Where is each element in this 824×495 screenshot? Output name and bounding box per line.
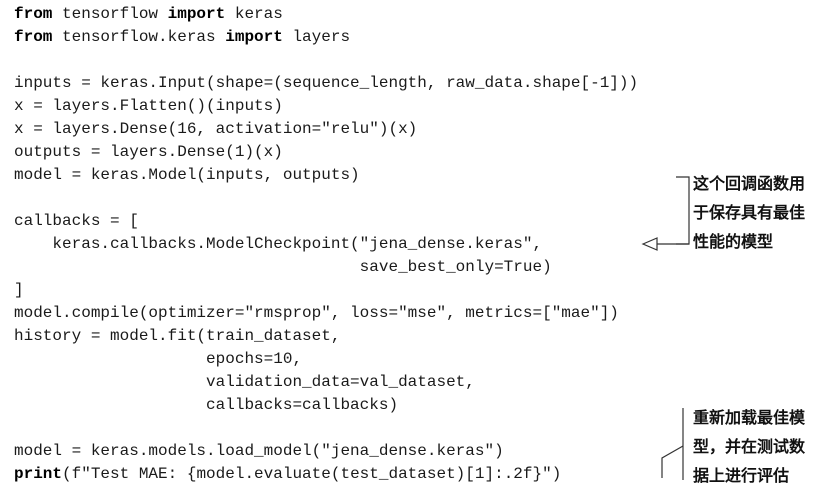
code-text: tensorflow — [52, 5, 168, 23]
code-line: x = layers.Dense(16, activation="relu")(… — [14, 118, 638, 141]
code-text: save_best_only=True) — [14, 258, 552, 276]
code-text: history = model.fit(train_dataset, — [14, 327, 341, 345]
code-keyword: from — [14, 28, 53, 46]
code-line: model = keras.models.load_model("jena_de… — [14, 440, 638, 463]
reload-annotation: 重新加载最佳模 型，并在测试数 据上进行评估 — [693, 403, 805, 490]
code-line: from tensorflow.keras import layers — [14, 26, 638, 49]
code-keyword: from — [14, 5, 53, 23]
code-line: inputs = keras.Input(shape=(sequence_len… — [14, 72, 638, 95]
code-text: model = keras.models.load_model("jena_de… — [14, 442, 504, 460]
code-text: model = keras.Model(inputs, outputs) — [14, 166, 360, 184]
annotation-line: 于保存具有最佳 — [693, 203, 806, 222]
checkpoint-callout-pointer — [641, 176, 690, 251]
code-text: epochs=10, — [14, 350, 303, 368]
code-line: epochs=10, — [14, 348, 638, 371]
code-line: validation_data=val_dataset, — [14, 371, 638, 394]
code-text: x = layers.Flatten()(inputs) — [14, 97, 283, 115]
checkpoint-annotation: 这个回调函数用 于保存具有最佳 性能的模型 — [693, 169, 805, 256]
code-text: x = layers.Dense(16, activation="relu")(… — [14, 120, 418, 138]
code-text: model.compile(optimizer="rmsprop", loss=… — [14, 304, 619, 322]
code-keyword: import — [167, 5, 226, 23]
code-line: callbacks=callbacks) — [14, 394, 638, 417]
code-text: inputs = keras.Input(shape=(sequence_len… — [14, 74, 639, 92]
code-line: x = layers.Flatten()(inputs) — [14, 95, 638, 118]
code-line: callbacks = [ — [14, 210, 638, 233]
annotation-line: 这个回调函数用 — [693, 174, 806, 193]
annotation-line: 型，并在测试数 — [693, 437, 806, 456]
annotation-line: 据上进行评估 — [693, 466, 790, 485]
annotation-line: 重新加载最佳模 — [693, 408, 806, 427]
code-text: tensorflow.keras — [52, 28, 226, 46]
code-text: ] — [14, 281, 24, 299]
code-text: callbacks=callbacks) — [14, 396, 399, 414]
code-line: from tensorflow import keras — [14, 3, 638, 26]
code-line: model = keras.Model(inputs, outputs) — [14, 164, 638, 187]
code-line: ] — [14, 279, 638, 302]
code-line: keras.callbacks.ModelCheckpoint("jena_de… — [14, 233, 638, 256]
checkpoint-callout-bracket — [676, 176, 690, 245]
checkpoint-arrowhead-icon — [641, 237, 658, 251]
code-line: history = model.fit(train_dataset, — [14, 325, 638, 348]
code-line: print(f"Test MAE: {model.evaluate(test_d… — [14, 463, 638, 486]
code-text: keras — [225, 5, 283, 23]
reload-callout-leader — [661, 445, 684, 478]
code-text: outputs = layers.Dense(1)(x) — [14, 143, 283, 161]
code-keyword: import — [225, 28, 283, 46]
code-text: layers — [282, 28, 351, 46]
code-line: save_best_only=True) — [14, 256, 638, 279]
code-text: validation_data=val_dataset, — [14, 373, 475, 391]
code-line: model.compile(optimizer="rmsprop", loss=… — [14, 302, 638, 325]
code-text: (f"Test MAE: {model.evaluate(test_datase… — [62, 465, 562, 483]
code-line — [14, 187, 638, 210]
code-line — [14, 49, 638, 72]
code-text: callbacks = [ — [14, 212, 139, 230]
code-line — [14, 417, 638, 440]
reload-callout-pointer — [661, 408, 684, 480]
annotation-line: 性能的模型 — [693, 232, 774, 251]
code-text: keras.callbacks.ModelCheckpoint("jena_de… — [14, 235, 543, 253]
code-line: outputs = layers.Dense(1)(x) — [14, 141, 638, 164]
code-keyword: print — [14, 465, 63, 483]
